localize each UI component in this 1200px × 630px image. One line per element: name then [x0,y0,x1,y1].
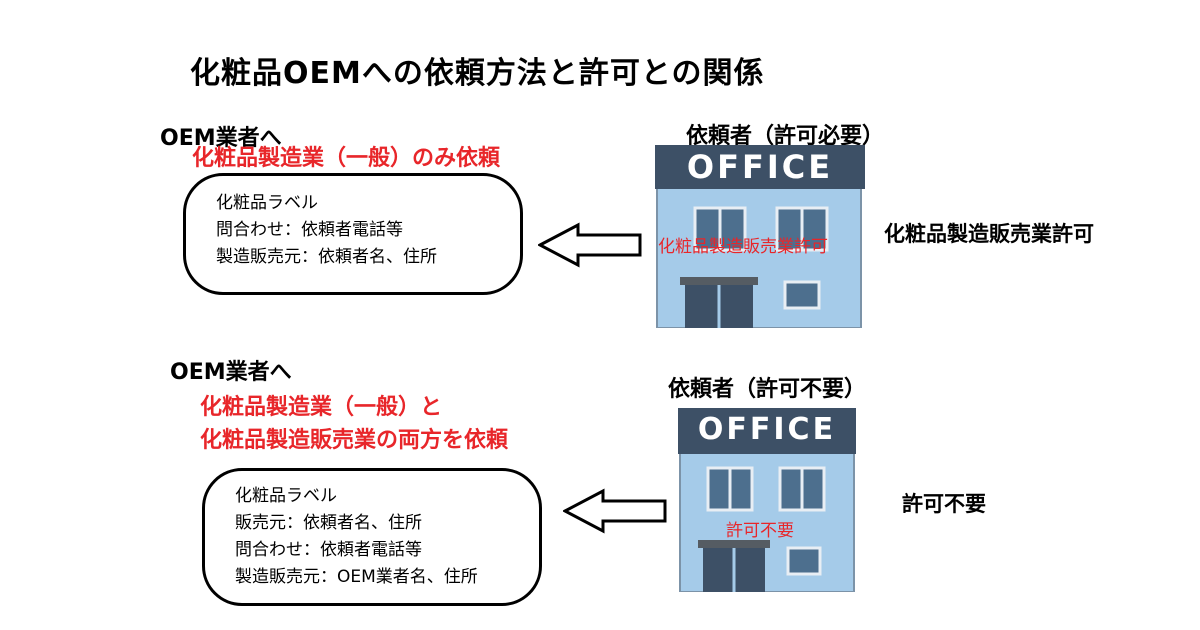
bubble-line: 化粧品ラベル [235,486,337,506]
request-text-2a: 化粧品製造業（一般）と [200,395,443,420]
office-overlay-text-2: 許可不要 [726,521,794,541]
requester-label-2: 依頼者（許可不要） [668,377,867,402]
oem-label-1: OEM業者へ [160,126,282,151]
bubble-line: 販売元：依頼者名、住所 [235,513,422,533]
bubble-line: 化粧品ラベル [216,193,318,213]
office-building-icon [655,145,865,328]
office-building-1: OFFICE 化粧品製造販売業許可 [655,145,865,328]
side-note-1: 化粧品製造販売業許可 [884,222,1094,246]
label-bubble-1: 化粧品ラベル 問合わせ：依頼者電話等 製造販売元：依頼者名、住所 [183,173,523,295]
request-text-1: 化粧品製造業（一般）のみ依頼 [192,146,501,171]
page-title: 化粧品OEMへの依頼方法と許可との関係 [190,56,765,91]
office-building-2: OFFICE 許可不要 [678,408,856,592]
bubble-line: 製造販売元：依頼者名、住所 [216,247,437,267]
office-sign: OFFICE [697,412,837,447]
bubble-line: 製造販売元：OEM業者名、住所 [235,567,478,587]
office-building-icon [678,408,856,592]
requester-label-1: 依頼者（許可必要） [686,124,885,149]
label-bubble-2: 化粧品ラベル 販売元：依頼者名、住所 問合わせ：依頼者電話等 製造販売元：OEM… [202,468,542,606]
office-overlay-text-1: 化粧品製造販売業許可 [658,237,828,257]
oem-label-2: OEM業者へ [170,360,292,385]
left-arrow-icon [563,488,667,534]
request-text-2b: 化粧品製造販売業の両方を依頼 [200,428,509,453]
bubble-line: 問合わせ：依頼者電話等 [235,540,422,560]
office-sign: OFFICE [686,148,834,186]
left-arrow-icon [538,222,642,268]
bubble-line: 問合わせ：依頼者電話等 [216,220,403,240]
side-note-2: 許可不要 [902,492,986,516]
